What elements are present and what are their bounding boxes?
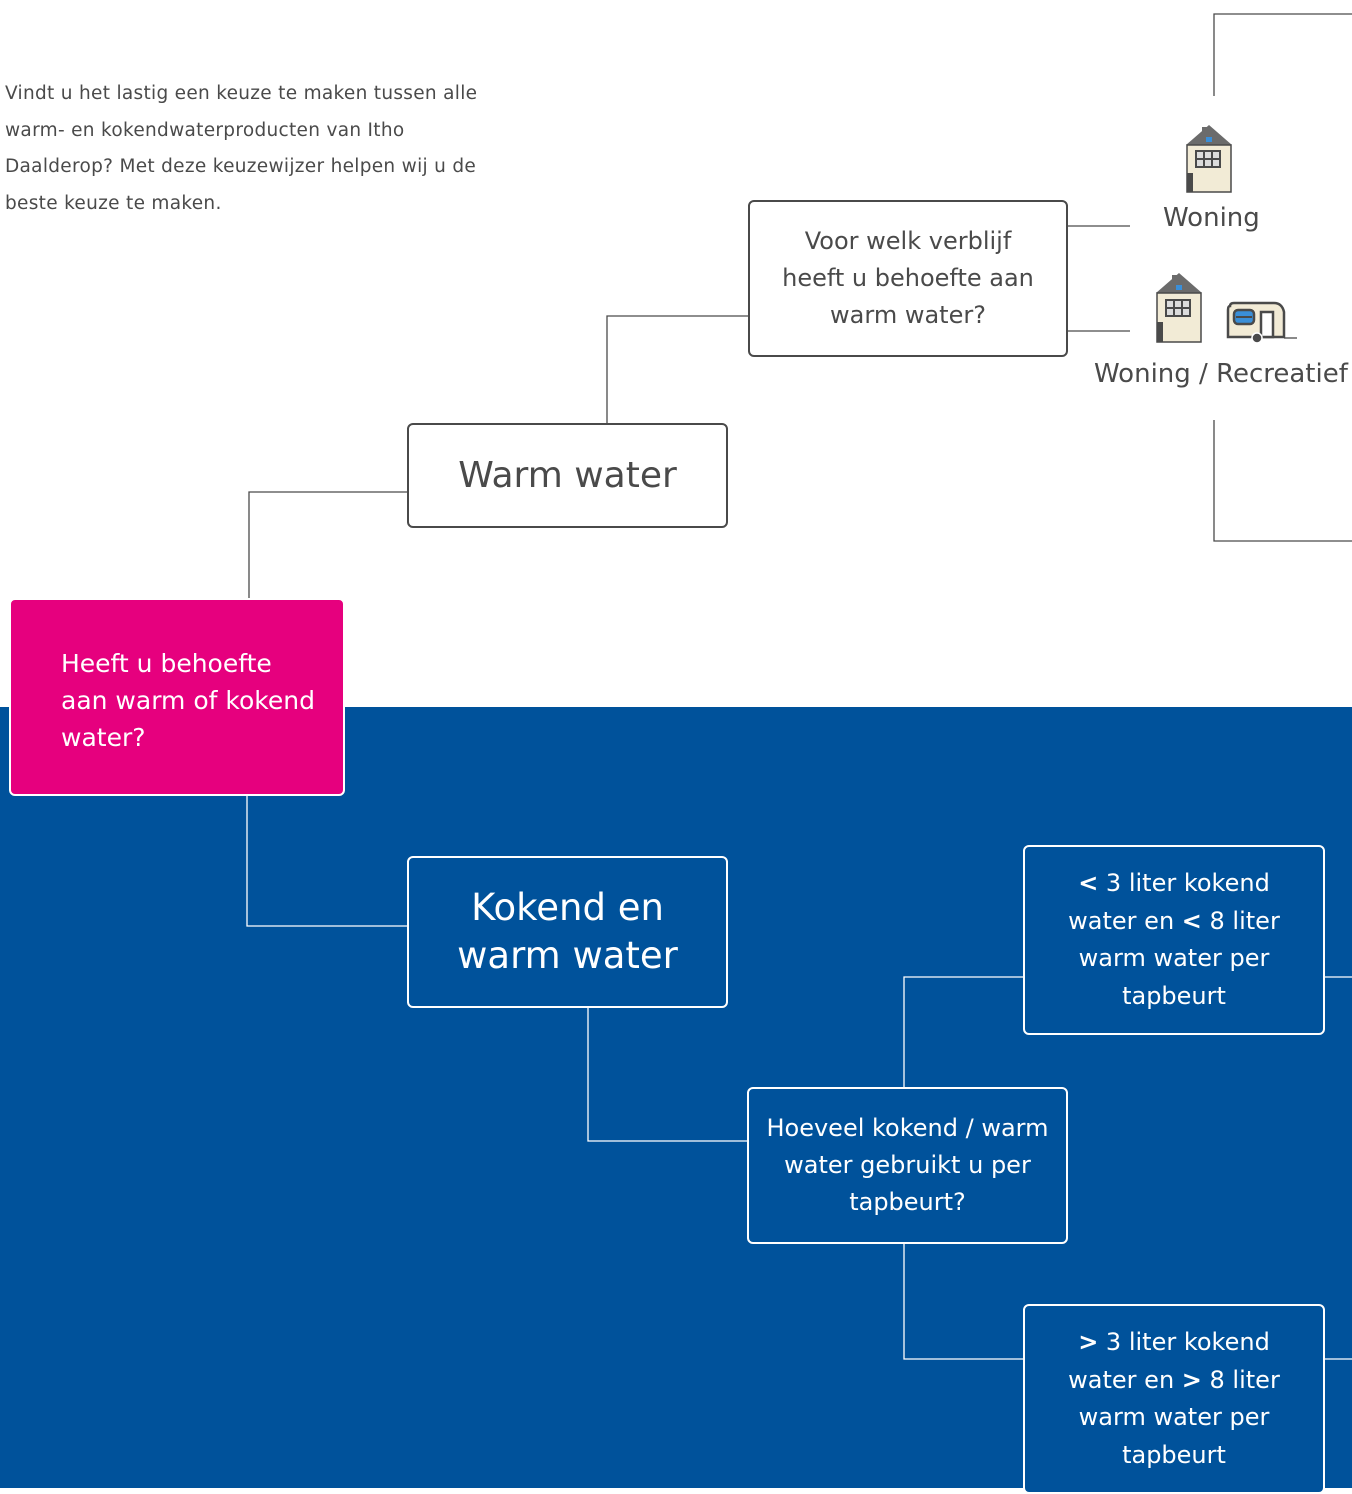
connector-hoeveel-more [903,1244,1023,1360]
hoeveel-question-box[interactable]: Hoeveel kokend / warm water gebruikt u p… [747,1087,1068,1244]
woning-recreatief-label: Woning / Recreatief [1094,359,1348,389]
house-icon [1186,125,1232,193]
warm-water-box[interactable]: Warm water [407,423,728,528]
caravan-icon [1226,301,1286,344]
greater-than-sign: > [1078,1328,1099,1356]
option-less-box[interactable]: < 3 liter kokend water en < 8 liter warm… [1023,845,1325,1035]
warm-water-text: Warm water [458,455,677,496]
option-more-box[interactable]: > 3 liter kokend water en > 8 liter warm… [1023,1304,1325,1494]
hoeveel-question-text: Hoeveel kokend / warm water gebruikt u p… [766,1114,1049,1216]
option-more-text: > 3 liter kokend water en > 8 liter warm… [1049,1324,1299,1474]
connector-top-right [1213,13,1352,96]
house-icon [1156,273,1202,343]
kokend-warm-water-text: Kokend en warm water [457,886,678,977]
intro-text: Vindt u het lastig een keuze te maken tu… [5,83,478,214]
connector-hoeveel-less [903,976,1023,1087]
option-less-part2: 8 liter warm water per tapbeurt [1078,906,1280,1010]
connector-mid-right [1213,420,1352,542]
verblijf-question-box[interactable]: Voor welk verblijf heeft u behoefte aan … [748,200,1068,357]
option-more-part1: 3 liter kokend water en [1068,1328,1270,1394]
option-less-text: < 3 liter kokend water en < 8 liter warm… [1049,865,1299,1015]
connector-start-warm [248,491,407,598]
option-less-part1: 3 liter kokend water en [1068,869,1270,935]
woning-label: Woning [1163,203,1260,233]
start-question-box[interactable]: Heeft u behoefte aan warm of kokend wate… [9,598,345,796]
start-question-text: Heeft u behoefte aan warm of kokend wate… [61,649,315,752]
less-than-sign: < [1181,906,1202,935]
verblijf-question-text: Voor welk verblijf heeft u behoefte aan … [782,227,1034,329]
greater-than-sign: > [1181,1365,1202,1394]
kokend-warm-water-box[interactable]: Kokend en warm water [407,856,728,1008]
less-than-sign: < [1078,869,1099,897]
option-more-part2: 8 liter warm water per tapbeurt [1078,1365,1280,1469]
connector-start-kokend [246,796,407,927]
connector-kokend-hoeveel [587,1008,747,1142]
connector-warm-verblijf [606,315,748,423]
